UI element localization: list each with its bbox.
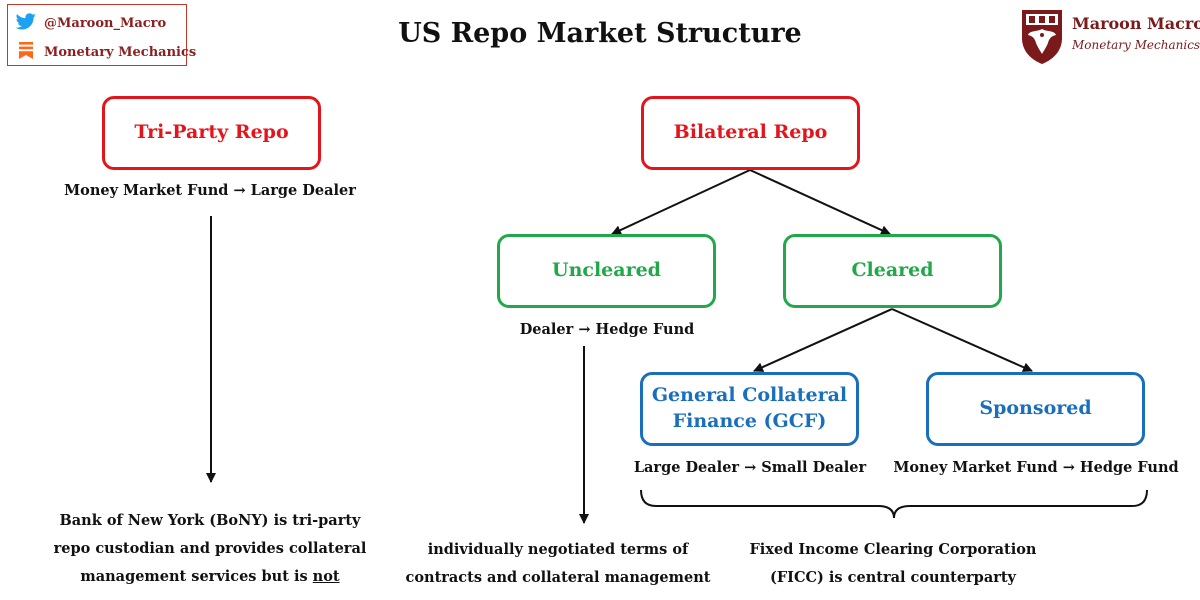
- note-line: (FICC) is central counterparty: [770, 569, 1016, 586]
- brand-subtitle: Monetary Mechanics: [1072, 38, 1200, 52]
- note-text: management services but is: [80, 568, 313, 585]
- note-line: management services but is not: [10, 563, 410, 591]
- node-sponsored: Sponsored: [926, 372, 1145, 446]
- node-label: Sponsored: [979, 397, 1092, 420]
- node-bilateral-repo: Bilateral Repo: [641, 96, 860, 170]
- node-uncleared: Uncleared: [497, 234, 716, 308]
- node-label-line: General Collateral: [651, 384, 848, 407]
- twitter-handle: @Maroon_Macro: [44, 16, 167, 31]
- note-tri-party: Bank of New York (BoNY) is tri-party rep…: [10, 507, 410, 591]
- arrow-cleared-to-sponsored: [891, 308, 1033, 372]
- node-gcf: General Collateral Finance (GCF): [640, 372, 859, 446]
- node-tri-party-repo: Tri-Party Repo: [102, 96, 321, 170]
- node-label: Tri-Party Repo: [134, 121, 289, 144]
- node-label: Cleared: [851, 259, 934, 282]
- phoenix-shield-icon: [1020, 8, 1064, 70]
- arrow-cleared-to-gcf: [753, 308, 893, 372]
- flow-uncleared: Dealer → Hedge Fund: [519, 321, 695, 338]
- flow-gcf: Large Dealer → Small Dealer: [633, 459, 867, 476]
- arrow-bilateral-to-uncleared: [611, 169, 751, 235]
- twitter-bird-icon: [15, 13, 36, 34]
- node-label: Uncleared: [552, 259, 661, 282]
- note-uncleared: individually negotiated terms of contrac…: [398, 536, 718, 592]
- substack-link[interactable]: Monetary Mechanics: [16, 40, 196, 64]
- note-line: Fixed Income Clearing Corporation: [749, 541, 1037, 558]
- brace-ficc: [640, 489, 1148, 519]
- flow-tri-party: Money Market Fund → Large Dealer: [64, 182, 356, 199]
- flow-sponsored: Money Market Fund → Hedge Fund: [893, 459, 1179, 476]
- twitter-link[interactable]: @Maroon_Macro: [15, 13, 167, 34]
- note-line: individually negotiated terms of: [427, 541, 689, 558]
- note-emphasis: not: [312, 568, 340, 585]
- note-line: Bank of New York (BoNY) is tri-party: [59, 512, 361, 529]
- note-ficc: Fixed Income Clearing Corporation (FICC)…: [723, 536, 1063, 592]
- note-line: contracts and collateral management: [405, 569, 711, 586]
- note-line: repo custodian and provides collateral: [53, 540, 367, 557]
- brand-social-box: @Maroon_Macro Monetary Mechanics: [7, 4, 196, 66]
- page-title: US Repo Market Structure: [398, 18, 802, 49]
- substack-name: Monetary Mechanics: [44, 44, 197, 60]
- arrow-bilateral-to-cleared: [749, 169, 891, 235]
- node-cleared: Cleared: [783, 234, 1002, 308]
- brand-logo-block: Maroon Macro Monetary Mechanics: [1020, 8, 1200, 66]
- node-label: Bilateral Repo: [673, 121, 828, 144]
- brand-name: Maroon Macro: [1072, 14, 1200, 33]
- node-label-line: Finance (GCF): [672, 410, 827, 432]
- substack-icon: [16, 40, 36, 64]
